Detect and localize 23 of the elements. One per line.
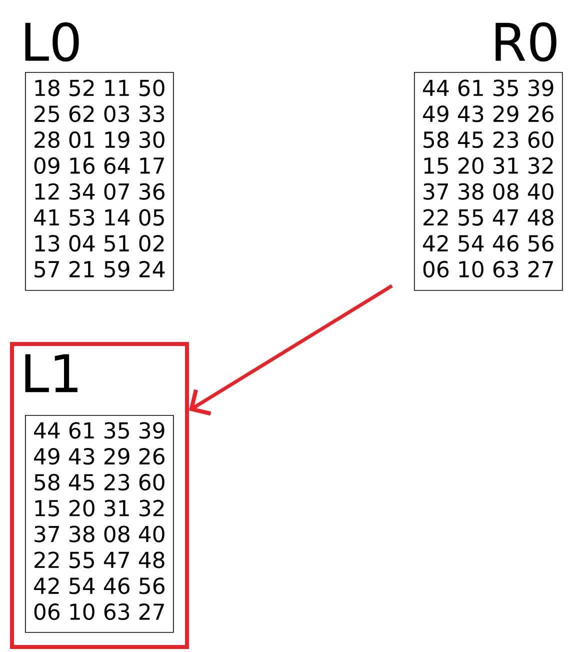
heading: R0 bbox=[496, 22, 556, 62]
arrow bbox=[189, 284, 393, 416]
node-label: 49 43 29 26 bbox=[423, 106, 554, 122]
node-label: 13 04 51 02 bbox=[35, 235, 164, 252]
heading: L1 bbox=[25, 354, 78, 392]
node-label: 41 53 14 05 bbox=[34, 209, 164, 226]
node-label: 06 10 63 27 bbox=[423, 260, 553, 278]
node-label: 15 20 31 32 bbox=[424, 157, 553, 174]
node-label: 57 21 59 24 bbox=[34, 260, 165, 278]
node-label: 44 61 35 39 bbox=[423, 80, 554, 96]
node-label: 25 62 03 33 bbox=[34, 106, 164, 122]
node-label: 12 34 07 36 bbox=[35, 183, 164, 200]
heading: L0 bbox=[25, 22, 79, 62]
node-label: 18 52 11 50 bbox=[35, 80, 164, 96]
node-label: 58 45 23 60 bbox=[424, 131, 554, 148]
node-label: 42 54 46 56 bbox=[423, 235, 554, 252]
number-table: 44 61 35 39 49 43 29 26 58 45 23 60 15 20 31 32 37 38 08 40 22 55 47 48 42 54 46 56 06 10 63 27 bbox=[25, 415, 174, 633]
number-table: 18 52 11 50 25 62 03 33 28 01 19 30 09 16 64 17 12 34 07 36 41 53 14 05 13 04 51 02 57 21 59 24 bbox=[25, 72, 174, 291]
node-label: 37 38 08 40 bbox=[424, 183, 554, 200]
number-table: 44 61 35 39 49 43 29 26 58 45 23 60 15 20 31 32 37 38 08 40 22 55 47 48 42 54 46 56 06 10 63 27 bbox=[414, 72, 563, 291]
node-label: 09 16 64 17 bbox=[34, 157, 164, 174]
node-label: 28 01 19 30 bbox=[34, 131, 164, 148]
node-label: 22 55 47 48 bbox=[424, 209, 554, 226]
